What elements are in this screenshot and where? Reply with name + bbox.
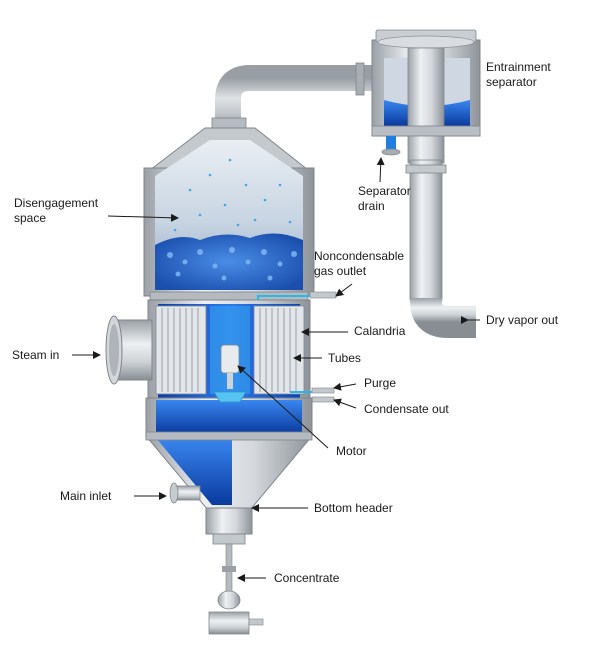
tube-bundle-left xyxy=(155,305,207,395)
leader-lines xyxy=(72,157,480,582)
label-purge: Purge xyxy=(364,376,397,390)
label-motor: Motor xyxy=(336,444,367,458)
label-condensate-out: Condensate out xyxy=(364,402,449,416)
tube-bundle-right xyxy=(253,305,305,395)
vessel-upper xyxy=(143,127,315,301)
motor-icon xyxy=(213,344,247,403)
steam-inlet xyxy=(105,315,153,385)
label-dry-vapor-out: Dry vapor out xyxy=(486,313,559,327)
label-concentrate: Concentrate xyxy=(274,571,340,585)
calandria xyxy=(147,291,337,403)
label-tubes: Tubes xyxy=(328,351,361,365)
vapor-pipe xyxy=(211,62,375,129)
vessel-lower xyxy=(144,344,314,635)
label-entrainment-separator: Entrainment separator xyxy=(486,60,551,89)
entrainment-separator xyxy=(371,29,481,338)
label-separator-drain: Separator drain xyxy=(358,184,411,213)
label-disengagement-space: Disengagement space xyxy=(14,196,99,225)
label-noncondensable-gas-outlet: Noncondensable gas outlet xyxy=(314,249,405,278)
label-calandria: Calandria xyxy=(354,324,406,338)
label-main-inlet: Main inlet xyxy=(60,489,112,503)
label-bottom-header: Bottom header xyxy=(314,501,393,515)
label-steam-in: Steam in xyxy=(12,348,60,362)
